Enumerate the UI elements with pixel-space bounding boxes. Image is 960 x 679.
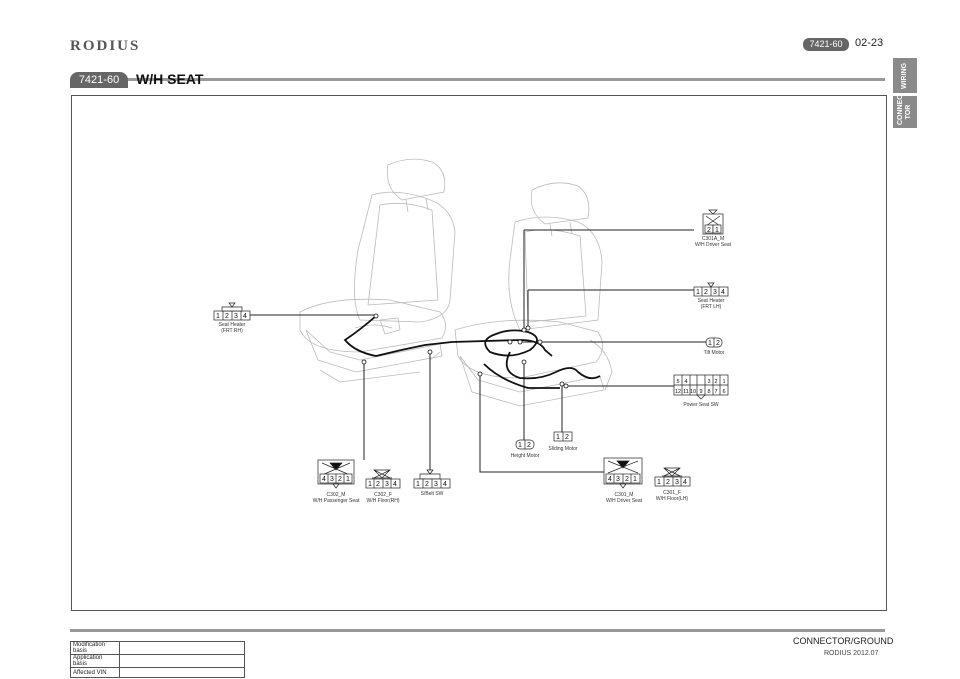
c301f-pin: 1 <box>657 479 661 486</box>
c301f-pin: 3 <box>675 479 679 486</box>
power-sw-pin: 2 <box>714 379 717 385</box>
connector-c301a <box>702 209 724 235</box>
power-sw-pin: 10 <box>690 389 696 395</box>
sbelt-pin: 4 <box>443 481 447 488</box>
power-sw-pin: 6 <box>722 389 725 395</box>
sliding-motor-label: Sliding Motor <box>548 446 578 452</box>
connector-tilt <box>705 337 723 348</box>
power-sw-pin: 8 <box>707 389 710 395</box>
connector-heater-rh <box>213 302 251 321</box>
connector-c301f <box>654 467 691 487</box>
c302f-pin: 1 <box>368 481 372 488</box>
connector-c302m <box>317 459 355 489</box>
footer-rule <box>70 629 885 632</box>
footer-edition: RODIUS 2012.07 <box>824 650 879 657</box>
heater-rh-pin: 2 <box>225 313 229 320</box>
connector-c302f <box>365 469 401 489</box>
height-motor-label: Height Motor <box>510 453 540 459</box>
page-title: W/H SEAT <box>136 71 204 87</box>
heater-lh-pin: 2 <box>704 289 708 296</box>
heater-rh-label: Seat Heater(FRT RH) <box>218 322 246 334</box>
height-pin: 1 <box>518 442 522 449</box>
tilt-pin: 2 <box>716 340 720 347</box>
power-sw-pin: 9 <box>699 389 702 395</box>
c302m-pin: 1 <box>346 476 350 483</box>
header-page-number: 02-23 <box>855 37 884 49</box>
c302f-pin: 3 <box>385 481 389 488</box>
c301m-pin: 1 <box>633 476 637 483</box>
power-sw-pin: 7 <box>714 389 717 395</box>
heater-lh-pin: 1 <box>696 289 700 296</box>
heater-rh-pin: 3 <box>234 313 238 320</box>
c301m-pin: 3 <box>616 476 620 483</box>
connector-c301m <box>603 457 643 489</box>
mod-row-value <box>119 667 245 678</box>
c301f-pin: 4 <box>683 479 687 486</box>
title-rule <box>70 78 885 81</box>
modification-table: Modification basis Application basis Aff… <box>70 641 245 678</box>
power-sw-pin: 12 <box>675 389 681 395</box>
tab-connector[interactable]: CONNEC TOR <box>893 95 917 128</box>
tilt-label: Tilt Motor <box>703 350 725 356</box>
power-sw-pin: 11 <box>683 389 689 395</box>
header-section-code: 7421-60 <box>803 38 849 51</box>
connector-heater-lh <box>693 282 729 297</box>
sliding-pin: 1 <box>556 434 560 441</box>
connector-dots <box>361 313 569 389</box>
c301f-pin: 2 <box>666 479 670 486</box>
footer-section-title: CONNECTOR/GROUND <box>793 636 894 646</box>
sbelt-pin: 2 <box>425 481 429 488</box>
connector-height <box>515 439 535 450</box>
title-code-badge: 7421-60 <box>70 72 128 88</box>
power-sw-pin: 1 <box>722 379 725 385</box>
wire-leaders <box>236 229 708 473</box>
connector-sliding <box>553 431 573 442</box>
c302m-pin: 4 <box>322 476 326 483</box>
power-sw-pin: 5 <box>676 379 679 385</box>
heater-lh-pin: 3 <box>713 289 717 296</box>
sbelt-label: S/Belt SW <box>420 491 444 497</box>
power-seat-sw-label: Power Seat SW <box>683 402 719 408</box>
mod-row-value <box>119 641 245 655</box>
c302m-pin: 2 <box>338 476 342 483</box>
tab-wiring[interactable]: WIRING <box>893 58 917 93</box>
heater-rh-pin: 1 <box>216 313 220 320</box>
c302m-pin: 3 <box>330 476 334 483</box>
connector-sbelt <box>413 469 451 489</box>
heater-lh-label: Seat Heater(FRT LH) <box>697 298 725 310</box>
connector-power-seat-sw <box>673 374 729 400</box>
tilt-pin: 1 <box>708 340 712 347</box>
mod-row-label: Application basis <box>70 654 120 668</box>
c301a-pin: 2 <box>707 227 711 234</box>
diagram-frame <box>71 95 887 611</box>
c302f-pin: 2 <box>376 481 380 488</box>
power-sw-pin: 3 <box>707 379 710 385</box>
sbelt-pin: 1 <box>416 481 420 488</box>
c302f-pin: 4 <box>393 481 397 488</box>
sbelt-pin: 3 <box>434 481 438 488</box>
c301a-pin: 1 <box>715 227 719 234</box>
mod-row-value <box>119 654 245 668</box>
power-sw-pin: 4 <box>684 379 687 385</box>
height-pin: 2 <box>527 442 531 449</box>
mod-row-label: Modification basis <box>70 641 120 655</box>
passenger-seat-drawing <box>299 158 456 383</box>
c301m-pin: 2 <box>625 476 629 483</box>
heater-lh-pin: 4 <box>721 289 725 296</box>
heater-rh-pin: 4 <box>243 313 247 320</box>
harness-bundles <box>343 315 601 389</box>
brand-logo: RODIUS <box>70 38 141 54</box>
c301m-pin: 4 <box>608 476 612 483</box>
sliding-pin: 2 <box>565 434 569 441</box>
mod-row-label: Affected VIN <box>70 667 120 678</box>
